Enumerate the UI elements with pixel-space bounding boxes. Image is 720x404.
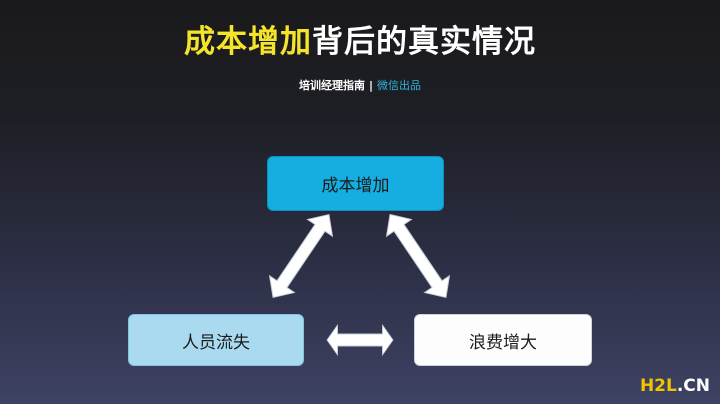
- arrow-top-right: [377, 205, 459, 307]
- arrow-top-left: [260, 205, 342, 307]
- page-title: 成本增加背后的真实情况: [0, 22, 720, 62]
- subtitle: 培训经理指南|微信出品: [0, 78, 720, 94]
- title-rest: 背后的真实情况: [312, 24, 536, 60]
- arrow-left-right: [326, 324, 394, 356]
- node-staff-turnover-label: 人员流失: [182, 332, 250, 353]
- title-highlight: 成本增加: [184, 24, 312, 60]
- watermark-suffix: .CN: [676, 376, 710, 396]
- node-waste-increase: 浪费增大: [414, 314, 592, 366]
- node-cost-increase-label: 成本增加: [321, 176, 390, 196]
- subtitle-author: 培训经理指南: [298, 79, 365, 92]
- watermark-logo: H2L.CN: [640, 376, 710, 396]
- subtitle-separator: |: [368, 79, 374, 92]
- subtitle-source: 微信出品: [377, 79, 422, 92]
- node-cost-increase: 成本增加: [267, 156, 444, 211]
- watermark-brand: H2L: [639, 376, 677, 396]
- node-waste-increase-label: 浪费增大: [469, 332, 537, 353]
- node-staff-turnover: 人员流失: [128, 314, 304, 366]
